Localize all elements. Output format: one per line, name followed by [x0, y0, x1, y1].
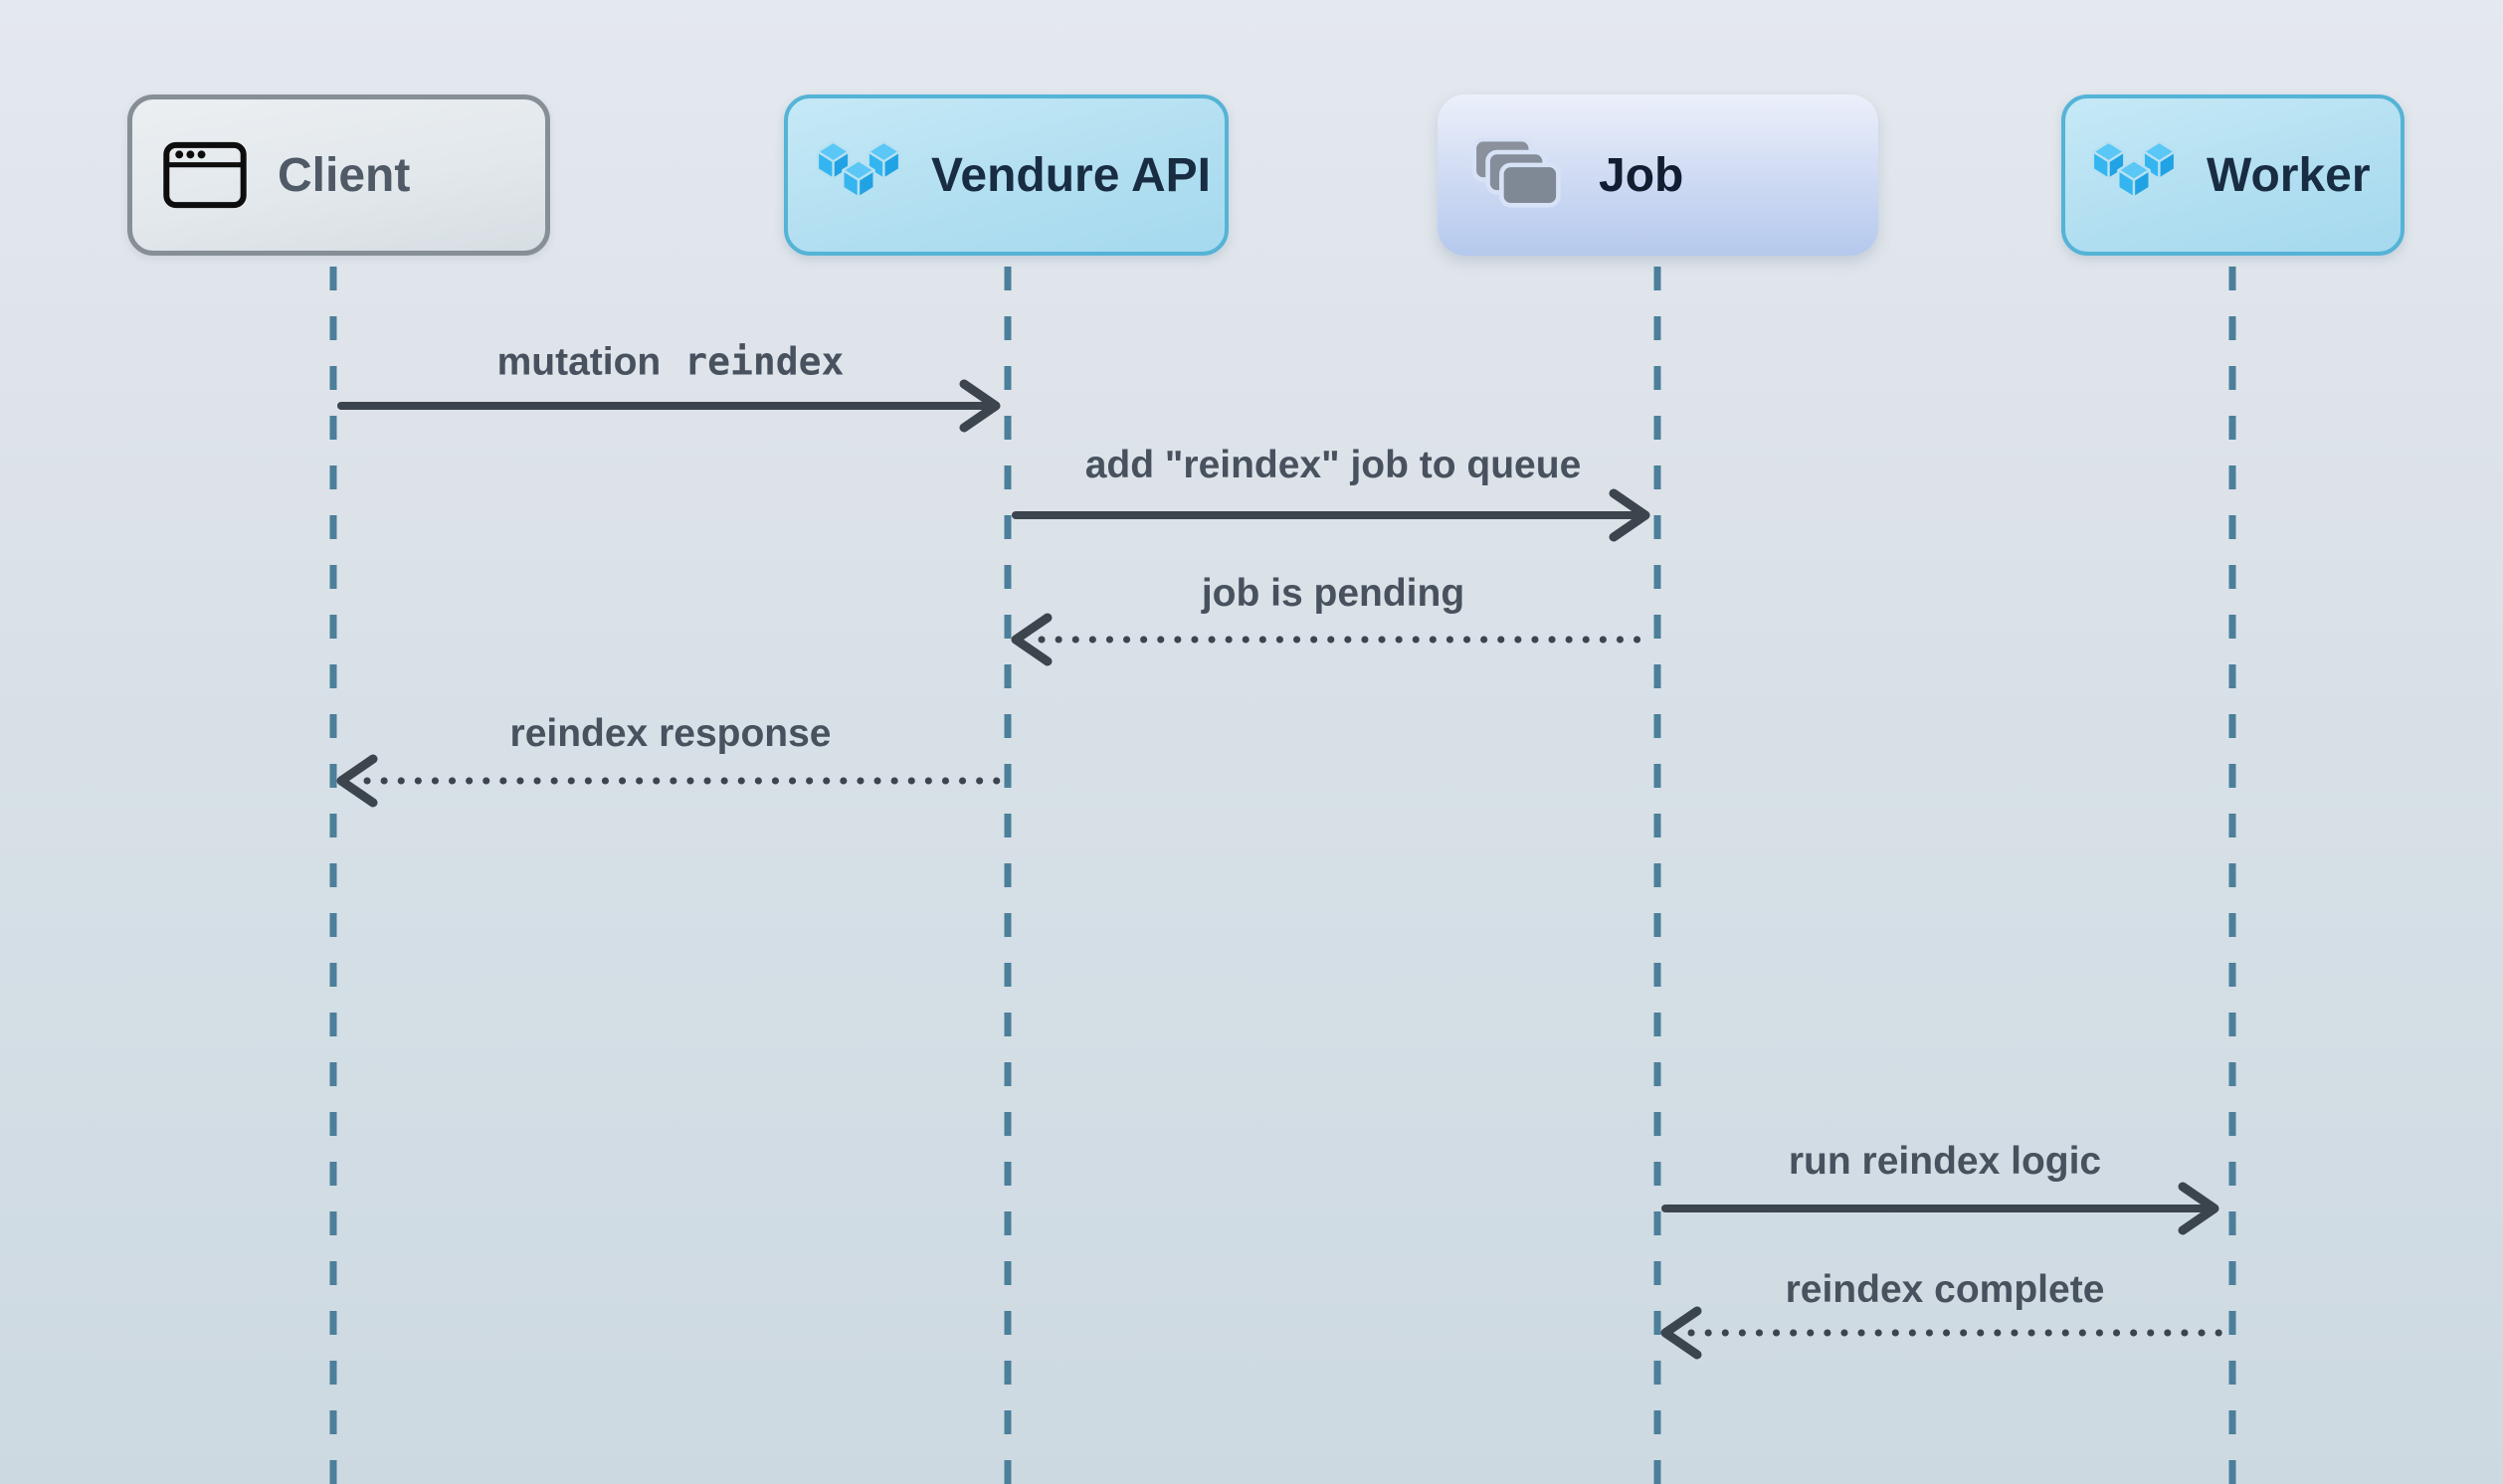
message-arrow-1 — [337, 379, 1001, 433]
browser-window-icon — [162, 140, 248, 210]
actor-vendure-api: Vendure API — [784, 94, 1229, 256]
vendure-logo-icon — [810, 131, 907, 219]
message-label-2: add "reindex" job to queue — [1085, 444, 1582, 487]
message-label-6-text: reindex complete — [1785, 1268, 2105, 1311]
message-label-4: reindex response — [510, 712, 832, 756]
message-arrow-4 — [336, 754, 1004, 808]
actor-label-job: Job — [1599, 148, 1684, 202]
message-label-1: mutation reindex — [497, 340, 845, 385]
vendure-logo-icon — [2085, 131, 2183, 219]
actor-label-client: Client — [278, 148, 411, 202]
message-arrow-5 — [1661, 1182, 2219, 1235]
message-label-6: reindex complete — [1786, 1268, 2105, 1312]
message-label-1-text: mutation — [496, 340, 662, 384]
actor-client: Client — [127, 94, 550, 256]
actor-label-worker: Worker — [2207, 148, 2371, 202]
actor-label-vendure-api: Vendure API — [931, 148, 1211, 202]
message-label-5: run reindex logic — [1789, 1140, 2101, 1184]
message-arrow-2 — [1012, 488, 1650, 542]
message-label-1-code: reindex — [684, 339, 845, 384]
message-label-2-text: add "reindex" job to queue — [1084, 444, 1582, 486]
message-arrow-3 — [1011, 613, 1653, 666]
actor-worker: Worker — [2061, 94, 2405, 256]
actor-job: Job — [1438, 94, 1878, 256]
job-stack-icon — [1471, 136, 1563, 214]
message-label-3-text: job is pending — [1201, 572, 1465, 615]
message-arrow-6 — [1660, 1306, 2228, 1360]
message-label-3: job is pending — [1202, 572, 1464, 616]
message-label-4-text: reindex response — [509, 712, 832, 755]
message-label-5-text: run reindex logic — [1788, 1140, 2102, 1183]
